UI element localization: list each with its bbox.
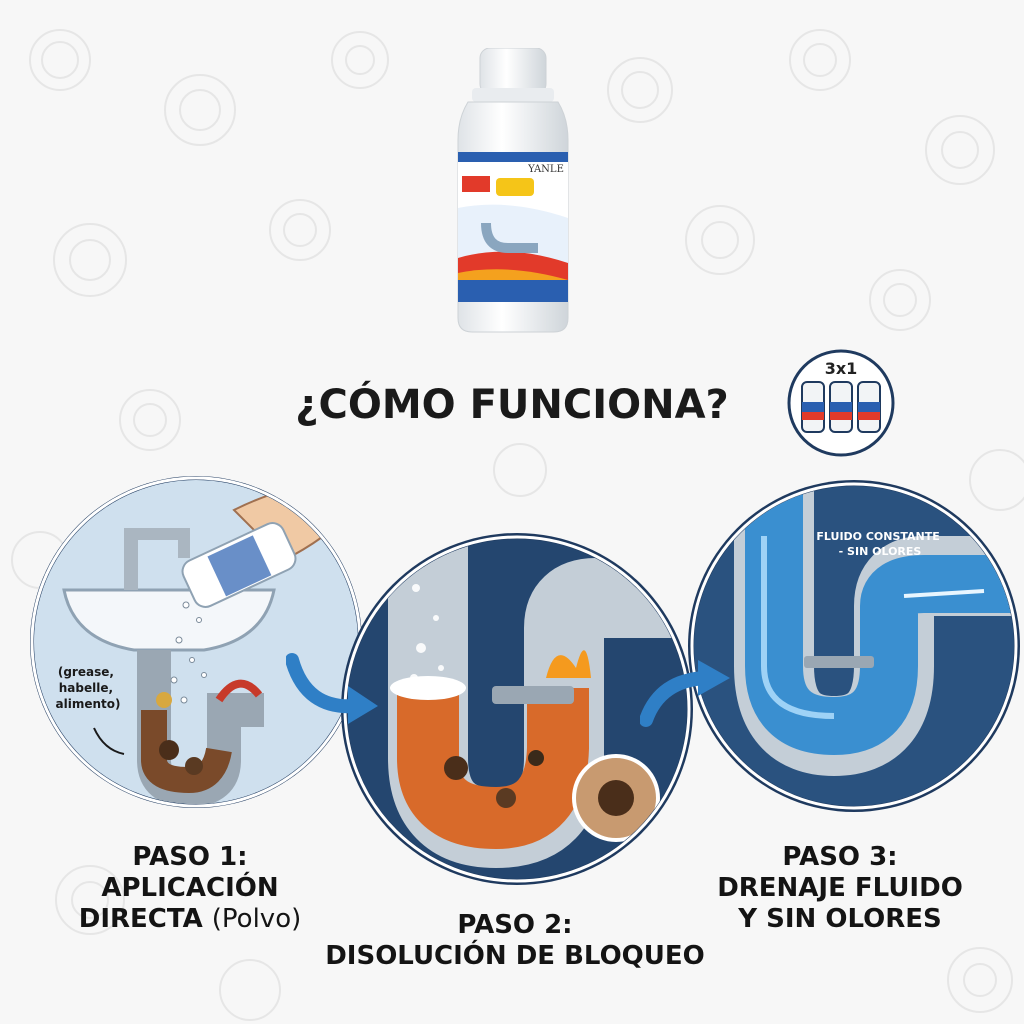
step2-heading: PASO 2: xyxy=(457,910,573,940)
bundle-label: 3x1 xyxy=(825,359,858,378)
step3-caption: PASO 3: DRENAJE FLUIDO Y SIN OLORES xyxy=(690,842,990,936)
product-brand: YANLE xyxy=(527,164,564,175)
step3-line2: Y SIN OLORES xyxy=(738,904,942,935)
arrow-1-to-2-icon xyxy=(286,653,378,724)
step3-line1: DRENAJE FLUIDO xyxy=(717,873,963,904)
step2-caption: PASO 2: DISOLUCIÓN DE BLOQUEO xyxy=(300,910,730,972)
step1-annotation-line2: habelle, xyxy=(59,681,113,695)
svg-text:(grease, habelle, alim: (grease, habelle, alimento) xyxy=(56,665,121,711)
arrow-2-to-3-icon xyxy=(640,660,730,727)
step1-line1: APLICACIÓN xyxy=(101,873,279,904)
step1-line2-bold: DIRECTA xyxy=(78,904,203,935)
step2-line1: DISOLUCIÓN DE BLOQUEO xyxy=(325,941,705,972)
step1-line2-light: (Polvo) xyxy=(211,904,302,935)
step3-heading: PASO 3: xyxy=(782,842,898,872)
bundle-bottles-icon xyxy=(801,381,881,433)
step1-heading: PASO 1: xyxy=(132,842,248,872)
svg-text:FLUIDO CONSTANTE - SIN OLO: FLUIDO CONSTANTE - SIN OLORES xyxy=(816,530,943,558)
step1-line2: DIRECTA (Polvo) xyxy=(40,904,340,935)
step1-annotation-line3: alimento) xyxy=(56,697,121,711)
step3-annotation-line1: FLUIDO CONSTANTE xyxy=(816,530,939,543)
step1-illustration: (grease, habelle, alimento) xyxy=(30,476,362,808)
bundle-badge: 3x1 xyxy=(787,349,895,457)
step1-caption: PASO 1: APLICACIÓN DIRECTA (Polvo) xyxy=(40,842,340,936)
step2-illustration xyxy=(341,533,693,885)
product-bottle: YANLE xyxy=(457,48,569,333)
step3-annotation-line2: - SIN OLORES xyxy=(839,545,922,558)
step3-illustration: FLUIDO CONSTANTE - SIN OLORES xyxy=(688,480,1020,812)
step1-annotation-line1: (grease, xyxy=(58,665,114,679)
page-title: ¿CÓMO FUNCIONA? xyxy=(295,382,729,428)
